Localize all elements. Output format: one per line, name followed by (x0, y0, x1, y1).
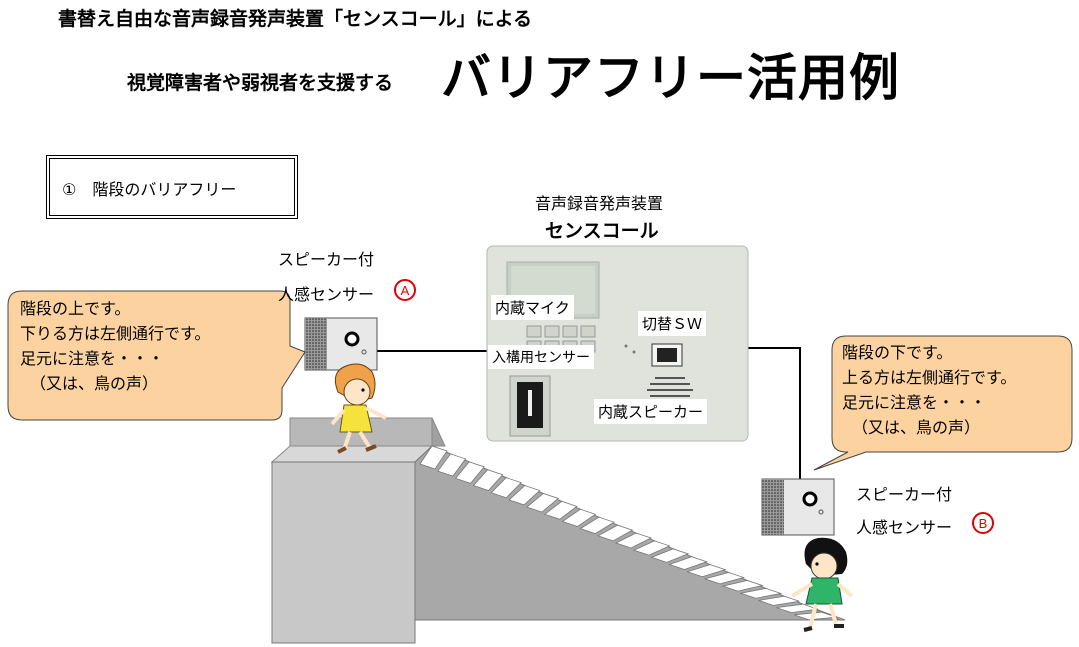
stair-step (597, 524, 634, 542)
sensor-a-label-line2: 人感センサー (278, 285, 375, 304)
stair-step (703, 572, 746, 585)
person-girl-top (330, 363, 387, 454)
speech-bubble-bottom-shape (813, 335, 1073, 471)
stair-step (632, 540, 671, 556)
bubble-top-line: 足元に注意を・・・ (20, 349, 165, 368)
stair-step (776, 603, 819, 614)
sensor-b-label-line2: 人感センサー (856, 518, 953, 537)
device-name: センスコール (545, 220, 659, 242)
stair-step (758, 595, 800, 606)
stair-steps (419, 445, 837, 621)
stair-step (561, 508, 597, 527)
stair-step (668, 556, 708, 570)
stair-step (472, 469, 504, 492)
staircase (270, 445, 846, 644)
callout-mic: 内蔵マイク (491, 295, 574, 320)
speech-bubble-bottom: 階段の下です。 上る方は左側通行です。 足元に注意を・・・ （又は、鳥の声） (842, 340, 1016, 440)
device-caption: 音声録音発声装置 (535, 194, 664, 213)
badge-a-icon: A (394, 279, 416, 301)
sensor-b-label-line1: スピーカー付 (856, 485, 953, 504)
callout-speaker: 内蔵スピーカー (594, 399, 708, 424)
bubble-bottom-line: 階段の下です。 (842, 343, 953, 362)
sensor-device-a (304, 317, 378, 371)
stair-step (579, 516, 615, 535)
stair-step (419, 445, 448, 470)
bubble-top-line: （又は、鳥の声） (30, 374, 159, 393)
title-line2-small: 視覚障害者や弱視者を支援する (127, 72, 394, 94)
bubble-bottom-line: 足元に注意を・・・ (842, 393, 987, 412)
stair-step (437, 453, 467, 477)
person-girl-bottom (790, 537, 854, 632)
sensor-device-b (761, 478, 835, 536)
stair-step (685, 564, 727, 578)
bubble-bottom-line: （又は、鳥の声） (852, 418, 981, 437)
callout-sensor: 入構用センサー (488, 345, 594, 369)
stair-step (543, 500, 578, 520)
callout-switch: 切替ＳＷ (638, 311, 707, 336)
bubble-bottom-line: 上る方は左側通行です。 (842, 368, 1017, 387)
stair-step (508, 485, 541, 506)
bubble-top-line: 階段の上です。 (20, 299, 131, 318)
speech-bubble-top: 階段の上です。 下りる方は左側通行です。 足元に注意を・・・ （又は、鳥の声） (20, 296, 210, 396)
stair-step (490, 477, 522, 499)
stair-step (721, 580, 764, 592)
bubble-top-line: 下りる方は左側通行です。 (20, 324, 211, 343)
stair-step (614, 532, 653, 549)
stair-step (454, 461, 485, 484)
speech-bubble-top-shape (7, 290, 306, 421)
badge-b-text: B (979, 516, 988, 531)
badge-a-text: A (401, 283, 410, 298)
stair-step (526, 493, 560, 513)
title-line2-large: バリアフリー活用例 (441, 49, 900, 107)
stair-step (650, 548, 690, 563)
section-box: ① 階段のバリアフリー (46, 155, 298, 219)
stair-step (739, 587, 783, 599)
sensecall-device (486, 245, 749, 442)
section-label: ① 階段のバリアフリー (62, 180, 237, 199)
badge-b-icon: B (972, 512, 994, 534)
sensor-a-label-line1: スピーカー付 (278, 250, 375, 269)
title-line1: 書替え自由な音声録音発声装置「センスコール」による (58, 8, 533, 30)
